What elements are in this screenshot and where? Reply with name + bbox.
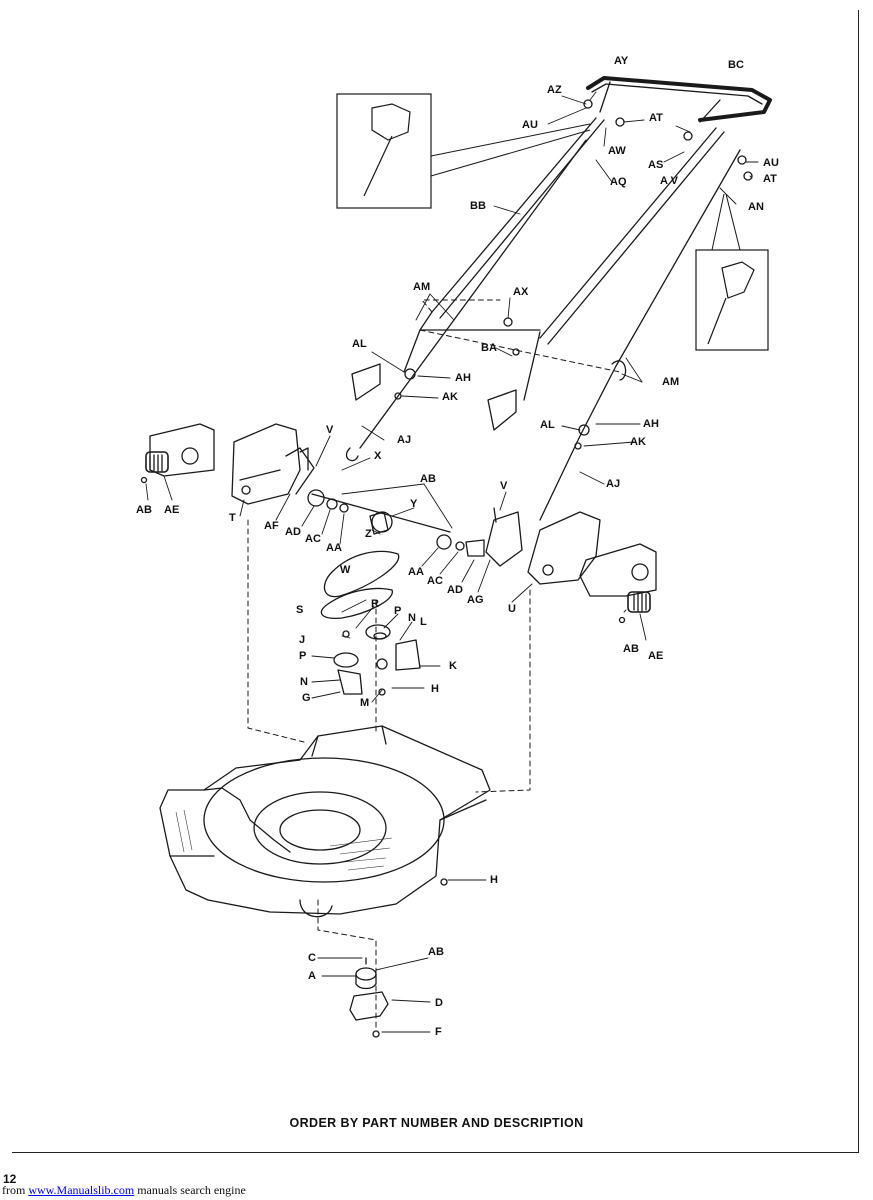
footer-suffix: manuals search engine (137, 1183, 246, 1197)
label-j: J (299, 634, 306, 646)
label-p-left: P (299, 650, 307, 662)
label-al-left: AL (352, 338, 367, 350)
leader-lines (145, 91, 759, 1033)
label-ac-right: AC (427, 575, 443, 587)
label-v-right: V (500, 480, 508, 492)
left-bracket-assembly (145, 423, 315, 505)
label-ax: AX (513, 286, 529, 298)
label-z: Z (365, 528, 372, 540)
label-az: AZ (547, 84, 562, 96)
label-aa-right: AA (408, 566, 424, 578)
label-h-lower: H (490, 874, 498, 886)
label-at-right: AT (763, 173, 777, 185)
axle-parts (307, 489, 485, 557)
label-au-right: AU (763, 157, 779, 169)
label-ab-mid: AB (420, 473, 436, 485)
control-cables (345, 139, 741, 521)
deck-printed-warning (175, 809, 393, 871)
label-aj-right: AJ (606, 478, 621, 490)
label-m: M (360, 697, 370, 709)
label-aq: AQ (610, 176, 627, 188)
label-aj-left: AJ (397, 434, 412, 446)
source-footer: from www.Manualslib.com manuals search e… (2, 1183, 246, 1198)
right-bracket-assembly (485, 511, 657, 613)
small-hardware (140, 99, 753, 886)
mower-deck (159, 725, 491, 918)
handle-rails (403, 117, 725, 401)
label-au-top: AU (522, 119, 538, 131)
label-k: K (449, 660, 457, 672)
label-p-right: P (394, 605, 402, 617)
manualslib-link[interactable]: www.Manualslib.com (28, 1183, 135, 1197)
label-l: L (420, 616, 427, 628)
inset-detail-top-left (336, 93, 432, 209)
pulley-assembly (333, 624, 421, 695)
label-y: Y (410, 498, 418, 510)
label-f: F (435, 1026, 442, 1038)
label-ba: BA (481, 342, 497, 354)
label-h-upper: H (431, 683, 439, 695)
label-s: S (296, 604, 304, 616)
label-r: R (371, 598, 379, 610)
label-ab-right: AB (623, 643, 639, 655)
footer-prefix: from (2, 1183, 26, 1197)
label-al-right: AL (540, 419, 555, 431)
label-n-left: N (300, 676, 308, 688)
page-border (12, 10, 859, 1153)
label-g: G (302, 692, 311, 704)
label-am-left: AM (413, 281, 431, 293)
label-ak-right: AK (630, 436, 646, 448)
upper-handle (586, 76, 772, 123)
label-aw: AW (608, 145, 626, 157)
label-v-left: V (326, 424, 334, 436)
label-ab-left: AB (136, 504, 152, 516)
label-w: W (340, 564, 351, 576)
label-d: D (435, 997, 443, 1009)
inset-detail-right (695, 249, 769, 351)
label-c: C (308, 952, 316, 964)
label-av: A V (660, 175, 678, 187)
order-caption: ORDER BY PART NUMBER AND DESCRIPTION (289, 1116, 584, 1130)
label-ae-right: AE (648, 650, 664, 662)
label-bb: BB (470, 200, 486, 212)
label-ae-left: AE (164, 504, 180, 516)
label-x: X (374, 450, 382, 462)
label-an: AN (748, 201, 764, 213)
label-t: T (229, 512, 236, 524)
label-at-top: AT (649, 112, 663, 124)
label-ak-left: AK (442, 391, 458, 403)
label-ac-left: AC (305, 533, 321, 545)
label-as: AS (648, 159, 664, 171)
blade-parts (349, 957, 389, 1038)
label-ag: AG (467, 594, 484, 606)
label-aa-left: AA (326, 542, 342, 554)
label-u: U (508, 603, 516, 615)
label-ab-bottom: AB (428, 946, 444, 958)
label-ah-right: AH (643, 418, 659, 430)
label-bc: BC (728, 59, 744, 71)
label-ad-right: AD (447, 584, 463, 596)
page-number: 12 (3, 1172, 17, 1186)
drive-belts (320, 550, 400, 619)
label-ay: AY (614, 55, 629, 67)
label-af: AF (264, 520, 279, 532)
label-am-right: AM (662, 376, 680, 388)
label-ah-left: AH (455, 372, 471, 384)
label-n-right: N (408, 612, 416, 624)
label-ad-left: AD (285, 526, 301, 538)
label-a: A (308, 970, 316, 982)
alignment-lines (247, 299, 621, 1031)
